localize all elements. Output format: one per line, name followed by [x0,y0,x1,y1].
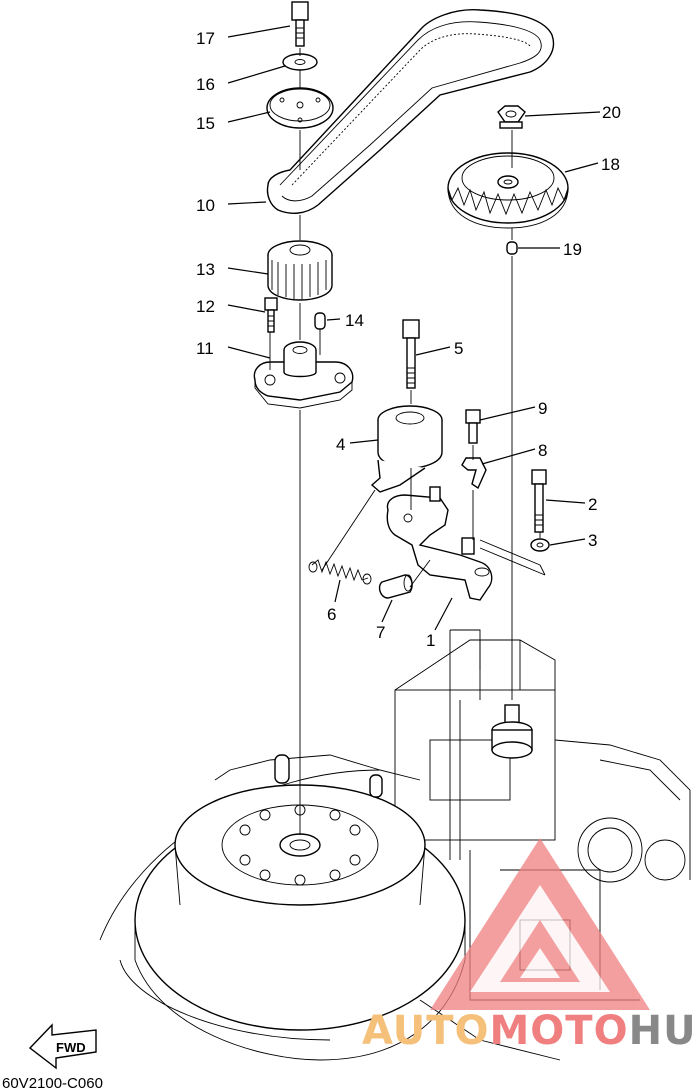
callout-2: 2 [588,495,597,514]
callout-20: 20 [602,103,621,122]
callout-8: 8 [538,441,547,460]
pin-19 [506,241,518,255]
flywheel [134,754,466,1061]
leader-lines [227,25,601,631]
assembly-lines [269,48,546,860]
callout-14: 14 [345,311,364,330]
plate-15 [266,87,334,129]
callout-13: 13 [196,260,215,279]
fwd-label: FWD [56,1040,86,1055]
watermark-auto: AUTO [362,1008,490,1054]
callout-4: 4 [336,435,345,454]
bolt-2 [531,469,547,533]
callout-10: 10 [196,196,215,215]
watermark-hub: HUB [629,1008,693,1054]
callout-3: 3 [588,531,597,550]
clip-8 [461,457,487,490]
washer-3 [530,538,550,552]
callout-12: 12 [196,297,215,316]
callout-18: 18 [601,155,620,174]
fwd-arrow-icon: FWD [28,1023,97,1070]
crank-pulley-13 [267,240,333,301]
callout-16: 16 [196,75,215,94]
callout-7: 7 [376,623,385,642]
diagram-code: 60V2100-C060 [2,1075,103,1091]
callout-5: 5 [454,339,463,358]
callout-15: 15 [196,114,215,133]
watermark: AUTOMOTOHUB [362,838,693,1054]
washer-16 [282,53,318,71]
tensioner-4 [370,405,443,493]
bolt-5 [402,319,420,389]
camshaft-stub [491,704,533,759]
camshaft-pulley-18 [447,152,569,229]
timing-belt-10 [266,9,555,214]
bolt-17 [291,1,309,47]
callout-11: 11 [196,339,214,358]
nut-20 [497,105,526,129]
callout-6: 6 [327,605,336,624]
collar-7 [378,574,413,599]
tensioner-arm-1 [386,486,493,601]
callout-19: 19 [563,240,582,259]
callout-1: 1 [426,631,435,650]
callout-9: 9 [538,399,547,418]
bracket-11 [253,341,354,409]
bolt-12 [264,297,278,333]
bolt-9 [465,409,481,444]
watermark-moto: MOTO [490,1008,629,1054]
spring-6 [308,559,372,585]
dowel-14 [314,312,326,330]
flywheel-bolt-holes [239,804,361,886]
watermark-text: AUTOMOTOHUB [362,1008,693,1054]
callout-labels: 17 16 15 10 13 12 11 14 5 4 9 8 2 3 6 7 … [196,29,621,650]
watermark-triangle-icon [430,838,650,1010]
callout-17: 17 [196,29,215,48]
